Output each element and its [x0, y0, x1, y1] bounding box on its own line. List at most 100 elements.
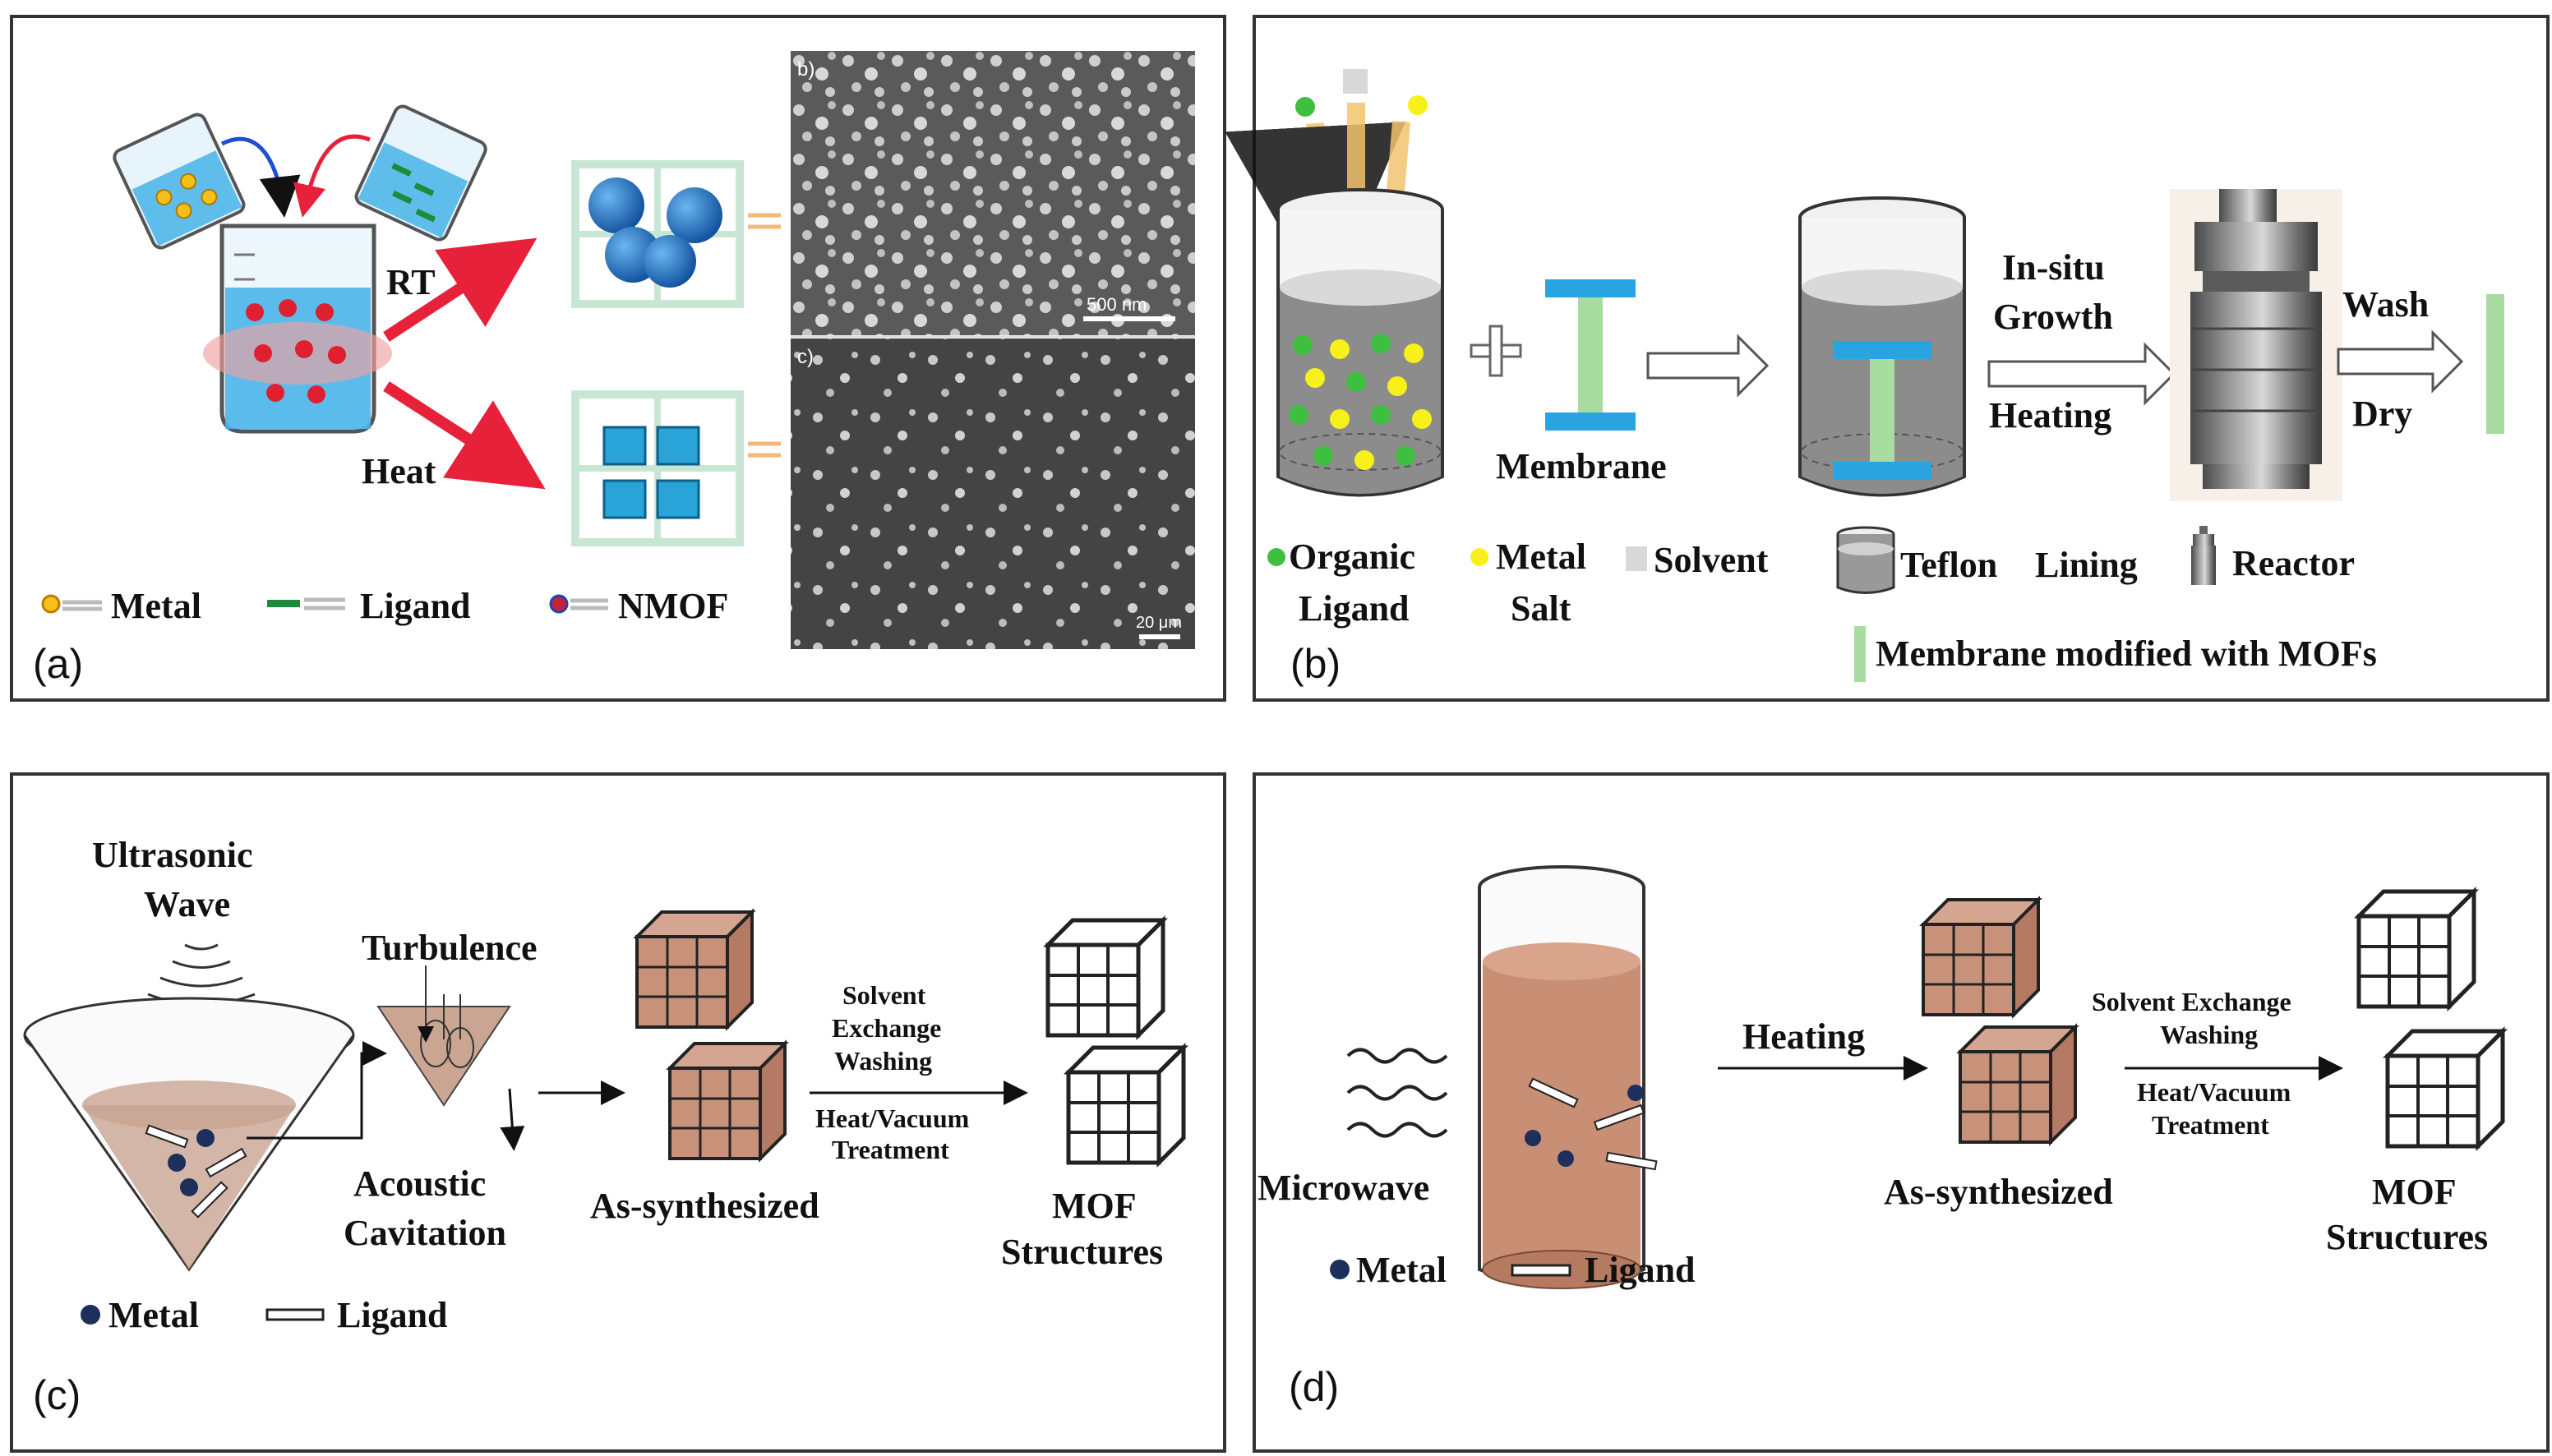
heatvac-label-d: Heat/Vacuum — [2137, 1077, 2291, 1107]
solvent-exchange-d: Solvent Exchange — [2092, 987, 2291, 1016]
mof-line2-d: Structures — [2326, 1217, 2488, 1257]
metal-legend-d: Metal — [1356, 1250, 1447, 1290]
metal-dot-icon — [1470, 548, 1488, 566]
metal-legend-c: Metal — [108, 1295, 199, 1335]
washing-label-d: Washing — [2160, 1020, 2258, 1049]
ligand-legend-d: Ligand — [1585, 1250, 1696, 1290]
mof-line1-d: MOF — [2372, 1172, 2457, 1212]
reactor-icon — [2170, 189, 2342, 501]
turbulence-cone-icon — [376, 965, 511, 1107]
beaker-ligand-icon — [354, 104, 487, 242]
legend-metal: Metal — [111, 586, 201, 626]
metal-line2: Salt — [1511, 588, 1571, 629]
hollow-arrow-3 — [2337, 329, 2464, 394]
reactor-label: Reactor — [2232, 543, 2355, 583]
final-membrane-icon — [2486, 294, 2504, 434]
insitu-line2: Growth — [1993, 297, 2113, 337]
heat-label: Heat — [362, 451, 436, 491]
teflon-lining-icon — [1836, 526, 1895, 594]
scale-bar-top: 500 nm — [1087, 294, 1147, 315]
scale-bar-bottom: 20 μm — [1136, 614, 1182, 632]
mof-line1-c: MOF — [1052, 1186, 1137, 1226]
cube-framework-icon — [571, 390, 781, 546]
mof-cube-top-c — [1042, 915, 1169, 1041]
membrane-mofs-label: Membrane modified with MOFs — [1876, 634, 2377, 674]
panel-a-label: (a) — [33, 641, 83, 687]
ligand-legend-icon-c — [265, 1308, 325, 1321]
mof-cube-top-d — [2353, 886, 2480, 1012]
insitu-line1: In-situ — [2002, 247, 2105, 288]
ultrasonic-wave-icon — [147, 943, 256, 1006]
panel-b-frame — [1253, 15, 2550, 702]
sphere-framework-icon — [571, 160, 781, 308]
solvent-line2-c: Exchange — [832, 1013, 941, 1043]
legend-ligand: Ligand — [360, 586, 471, 626]
dry-label: Dry — [2352, 394, 2412, 434]
sem-top-tag: b) — [797, 58, 815, 81]
panel-b-label: (b) — [1290, 641, 1341, 687]
growth-vessel-icon — [1798, 196, 1966, 497]
as-synthesized-cube-top-d — [1919, 896, 2042, 1019]
wash-label: Wash — [2342, 284, 2429, 325]
as-synthesized-cube-top — [633, 908, 756, 1031]
heating-label-d: Heating — [1742, 1016, 1865, 1057]
microwave-label: Microwave — [1258, 1168, 1429, 1208]
mof-cube-bottom-d — [2382, 1025, 2508, 1152]
as-synthesized-cube-bottom-d — [1956, 1023, 2079, 1146]
panel-d-frame — [1253, 772, 2550, 1453]
ultrasonic-line1: Ultrasonic — [92, 835, 253, 875]
panel-c-label: (c) — [33, 1372, 81, 1418]
gray-square-icon — [1343, 69, 1368, 94]
organic-line2: Ligand — [1299, 588, 1410, 629]
panel-d: Microwave Heating — [1258, 865, 2508, 1410]
reaction-vessel-icon — [1276, 188, 1444, 497]
panel-b: Membrane In-situ Growth Heating — [1225, 69, 2504, 687]
metal-line1: Metal — [1496, 537, 1586, 577]
panel-d-label: (d) — [1289, 1364, 1339, 1410]
treatment-label-d: Treatment — [2152, 1110, 2269, 1140]
metal-legend-icon-d — [1330, 1260, 1350, 1279]
reactor-mini-icon — [2191, 526, 2216, 585]
teflon-label: Teflon — [1900, 545, 1997, 585]
washing-label-c: Washing — [834, 1046, 932, 1076]
solvent-label: Solvent — [1654, 540, 1769, 580]
acoustic-line2: Cavitation — [344, 1213, 506, 1253]
heatvac-label-c: Heat/Vacuum — [815, 1104, 970, 1133]
treatment-label-c: Treatment — [832, 1135, 949, 1164]
as-synthesized-cube-bottom — [666, 1039, 789, 1163]
mof-line2-c: Structures — [1001, 1232, 1163, 1272]
solvent-square-icon — [1626, 546, 1647, 571]
legend-nmof: NMOF — [618, 586, 728, 626]
panel-c: Ultrasonic Wave — [23, 835, 1189, 1418]
sem-image-bottom: c) 20 μm — [791, 339, 1195, 649]
plus-icon — [1470, 325, 1522, 377]
sem-image-top: b) 500 nm — [791, 51, 1195, 335]
organic-dot-icon — [1267, 548, 1285, 566]
rt-label: RT — [386, 262, 436, 302]
hollow-arrow-1 — [1646, 334, 1770, 398]
microwave-wave-icon — [1346, 1048, 1448, 1138]
panel-a: RT Heat b) — [33, 51, 1195, 687]
organic-line1: Organic — [1289, 537, 1415, 577]
as-synthesized-label-d: As-synthesized — [1884, 1172, 2113, 1212]
legend-a: Metal Ligand NMOF — [41, 586, 728, 626]
ultrasonic-cone-icon — [23, 997, 355, 1272]
metal-legend-icon-c — [81, 1305, 100, 1325]
microwave-vessel-icon — [1478, 865, 1658, 1289]
beaker-metal-icon — [113, 113, 246, 250]
acoustic-line1: Acoustic — [353, 1163, 486, 1204]
membrane-clamp-icon — [1545, 279, 1636, 431]
green-dot-icon — [1295, 97, 1315, 117]
main-beaker-icon — [203, 223, 392, 434]
membrane-mofs-icon — [1854, 626, 1866, 682]
as-synthesized-label-c: As-synthesized — [590, 1186, 819, 1226]
panel-c-frame — [10, 772, 1226, 1453]
ligand-legend-icon-d — [1511, 1264, 1571, 1277]
yellow-dot-icon — [1408, 95, 1428, 115]
sem-bottom-tag: c) — [797, 346, 814, 368]
panel-a-frame — [10, 15, 1226, 702]
mof-cube-bottom-c — [1063, 1042, 1189, 1168]
solvent-line1-c: Solvent — [842, 980, 926, 1010]
lining-label: Lining — [2035, 545, 2138, 585]
